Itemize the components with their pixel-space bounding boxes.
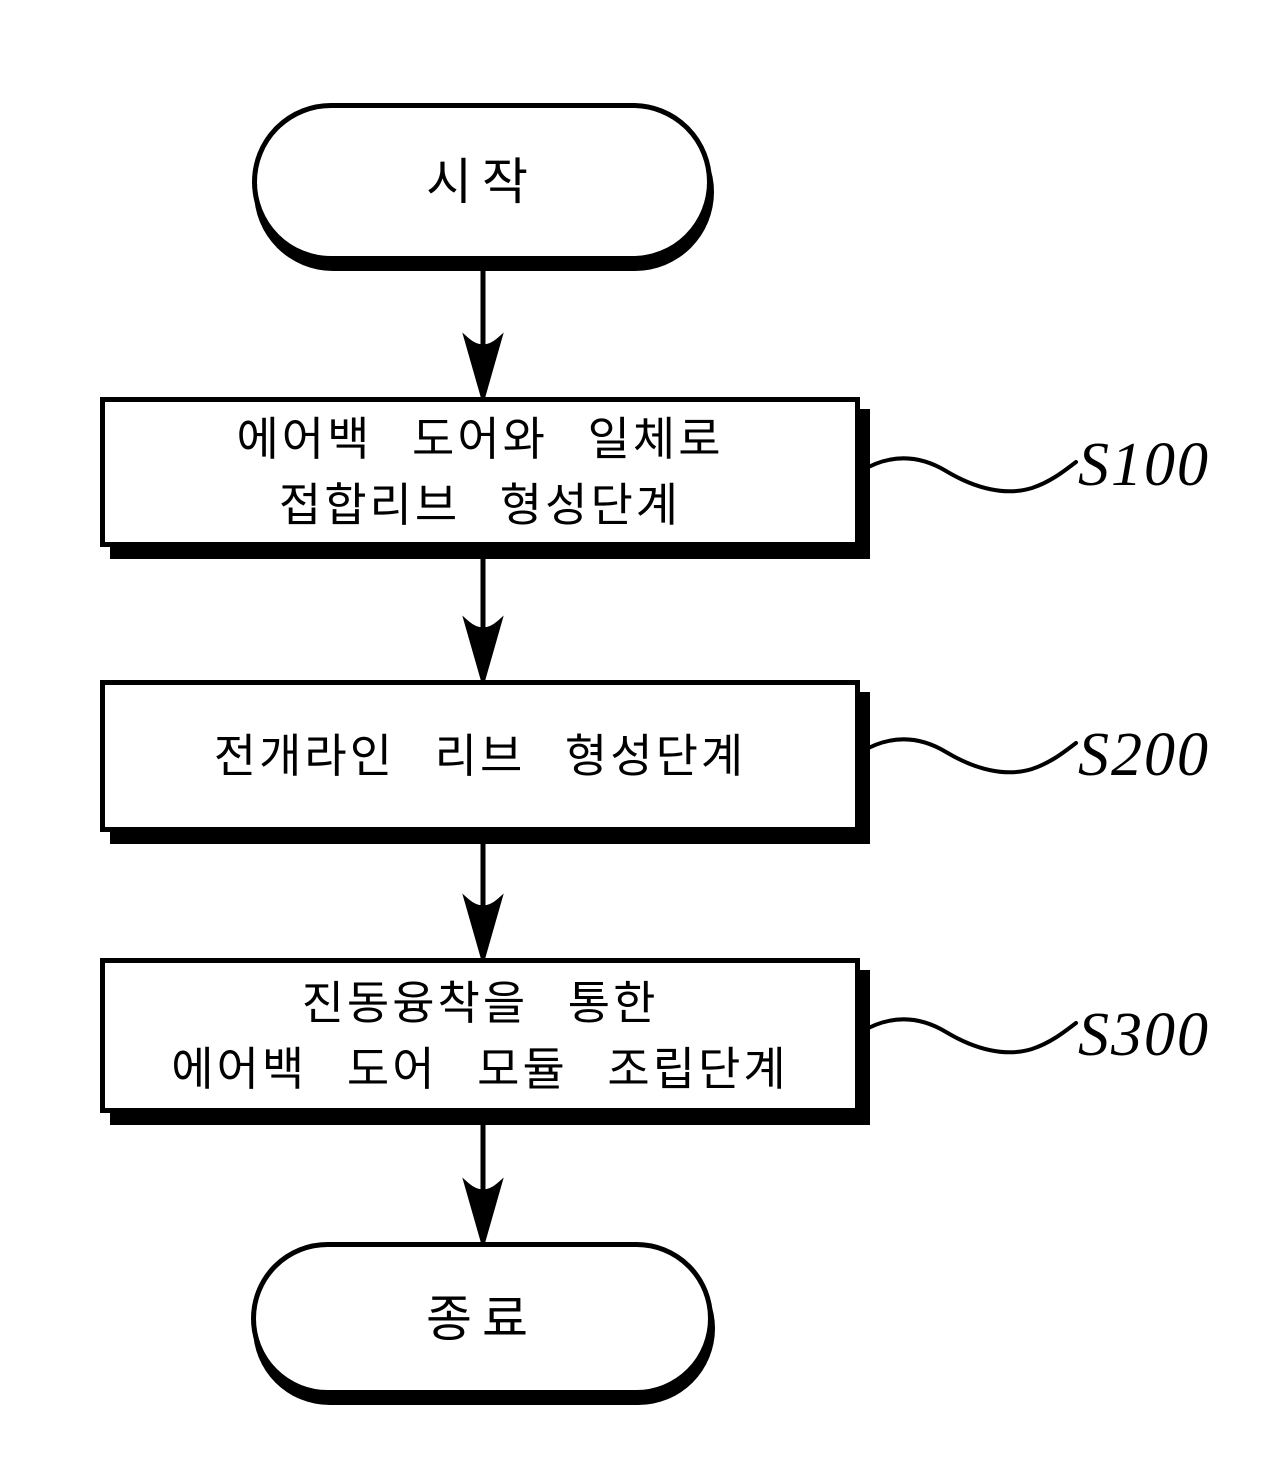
end-terminal: 종료	[251, 1242, 713, 1395]
process-box-s300: 진동융착을 통한 에어백 도어 모듈 조립단계	[100, 958, 860, 1113]
process-text-line: 접합리브 형성단계	[278, 478, 682, 532]
step-label-s100: S100	[1078, 431, 1210, 499]
end-label: 종료	[426, 1289, 538, 1348]
process-text-line: 전개라인 리브 형성단계	[213, 729, 747, 783]
process-text-line: 진동융착을 통한	[301, 975, 659, 1030]
step-label-s300: S300	[1078, 1001, 1210, 1069]
start-terminal: 시작	[252, 103, 712, 261]
squiggle-connector	[859, 456, 1078, 1055]
arrow-down-icon	[462, 549, 504, 689]
process-text-line: 에어백 도어 모듈 조립단계	[171, 1041, 789, 1096]
process-text-line: 에어백 도어와 일체로	[236, 412, 724, 466]
arrow-down-icon	[462, 1115, 504, 1251]
step-label-s200: S200	[1078, 721, 1210, 789]
process-box-s100: 에어백 도어와 일체로 접합리브 형성단계	[100, 397, 860, 547]
arrow-down-icon	[462, 834, 504, 967]
start-label: 시작	[426, 153, 538, 211]
process-box-s200: 전개라인 리브 형성단계	[100, 680, 860, 832]
arrow-down-icon	[462, 260, 504, 406]
